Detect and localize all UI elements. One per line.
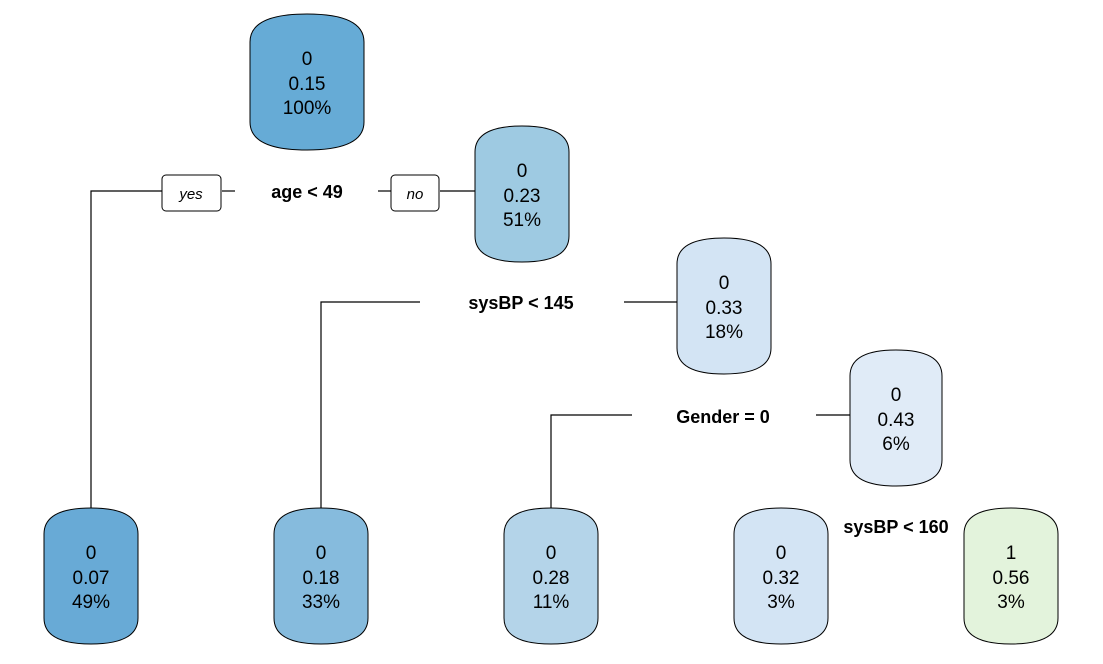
leaf-node: 0 0.32 3% (733, 507, 829, 645)
node-class: 0 (719, 273, 730, 294)
node-class: 0 (86, 543, 97, 564)
no-label: no (407, 186, 424, 203)
node-probability: 0.15 (289, 74, 326, 95)
leaf-node: 1 0.56 3% (963, 507, 1059, 645)
edge-age-yes (90, 190, 162, 508)
node-percentage: 100% (283, 98, 332, 119)
yes-label: yes (178, 186, 203, 203)
node-gender-no: 0 0.43 6% (849, 349, 943, 487)
split-label-gender: Gender = 0 (676, 407, 770, 427)
node-probability: 0.33 (706, 298, 743, 319)
split-label-sysbp-145: sysBP < 145 (468, 293, 573, 313)
node-sysbp-145-no: 0 0.33 18% (676, 237, 772, 375)
node-percentage: 3% (997, 592, 1025, 613)
no-box: no (390, 174, 440, 212)
tree-edges (90, 190, 851, 508)
node-percentage: 18% (705, 322, 743, 343)
node-probability: 0.07 (73, 568, 110, 589)
leaf-node: 0 0.28 11% (503, 507, 599, 645)
node-percentage: 11% (533, 592, 570, 613)
leaf-node: 0 0.07 49% (43, 507, 139, 645)
node-probability: 0.18 (303, 568, 340, 589)
node-percentage: 51% (503, 210, 541, 231)
split-label-age: age < 49 (271, 182, 343, 202)
node-class: 0 (776, 543, 787, 564)
node-percentage: 33% (302, 592, 340, 613)
node-class: 0 (891, 385, 902, 406)
node-probability: 0.28 (533, 568, 570, 589)
leaf-node: 0 0.18 33% (273, 507, 369, 645)
node-age-no: 0 0.23 51% (474, 125, 570, 263)
edge-gender-yes (550, 414, 632, 508)
split-label-sysbp-160: sysBP < 160 (843, 517, 948, 537)
node-class: 1 (1006, 543, 1017, 564)
node-probability: 0.43 (878, 410, 915, 431)
node-class: 0 (546, 543, 557, 564)
yes-box: yes (161, 174, 222, 212)
node-class: 0 (302, 49, 313, 70)
node-class: 0 (517, 161, 528, 182)
node-percentage: 49% (72, 592, 110, 613)
node-percentage: 6% (882, 434, 910, 455)
node-root: 0 0.15 100% (249, 13, 365, 151)
node-probability: 0.32 (763, 568, 800, 589)
node-class: 0 (316, 543, 327, 564)
node-probability: 0.56 (993, 568, 1030, 589)
node-probability: 0.23 (504, 186, 541, 207)
node-percentage: 3% (767, 592, 795, 613)
edge-sysbp145-yes (320, 301, 420, 508)
